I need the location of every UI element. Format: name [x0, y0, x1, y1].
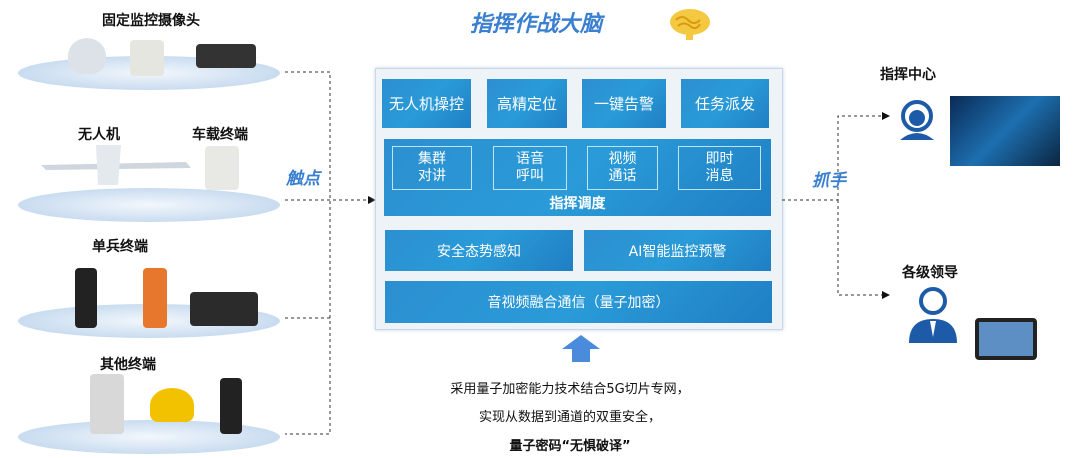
tablet-icon — [975, 318, 1037, 360]
dispatch-item-line: 消息 — [705, 168, 734, 184]
dispatch-module: 指挥调度 — [384, 139, 771, 216]
rugged-handset-icon — [220, 378, 242, 434]
dome-camera-icon — [68, 38, 106, 74]
drone-icon — [41, 145, 191, 185]
alarm-module: 一键告警 — [582, 79, 666, 128]
leaders-label: 各级领导 — [902, 265, 958, 281]
rugged-phone-icon — [143, 268, 167, 328]
command-brain-panel: 无人机操控 高精定位 一键告警 任务派发 指挥调度 集群对讲 语音呼叫 视频通话… — [375, 68, 783, 330]
dispatch-item-line: 呼叫 — [516, 168, 544, 184]
right-connector-lines — [782, 112, 890, 299]
group-label-drone: 无人机 — [78, 127, 120, 143]
av-communication-module: 音视频融合通信（量子加密） — [385, 281, 772, 323]
dispatch-item-line: 通话 — [608, 168, 637, 184]
dispatch-item-line: 语音 — [516, 151, 544, 167]
body-terminal-icon — [190, 292, 258, 326]
page-title: 指挥作战大脑 — [470, 12, 603, 37]
dispatch-item: 视频通话 — [587, 146, 658, 190]
group-label-other: 其他终端 — [100, 357, 156, 373]
command-center-screen — [950, 96, 1060, 166]
drone-control-module: 无人机操控 — [382, 79, 471, 128]
leader-person-icon — [909, 287, 957, 343]
handheld-terminal-icon — [75, 268, 97, 328]
vehicle-terminal-icon — [205, 146, 239, 190]
dispatch-item: 集群对讲 — [392, 146, 472, 190]
command-center-label: 指挥中心 — [880, 67, 936, 83]
dispatch-item-line: 集群 — [418, 151, 446, 167]
dispatch-item-line: 视频 — [608, 151, 637, 167]
description-line: 采用量子加密能力技术结合5G切片专网， — [450, 382, 690, 397]
task-dispatch-module: 任务派发 — [681, 79, 769, 128]
bullet-camera-icon — [196, 44, 256, 68]
group-label-individual: 单兵终端 — [92, 239, 148, 255]
group-label-fixed-camera: 固定监控摄像头 — [102, 13, 200, 29]
grip-label: 抓手 — [812, 171, 846, 191]
description-highlight: 量子密码“无惧破译” — [509, 439, 631, 454]
up-arrow-icon — [562, 335, 600, 362]
situation-awareness-module: 安全态势感知 — [385, 230, 573, 271]
positioning-module: 高精定位 — [487, 79, 567, 128]
group-label-vehicle: 车载终端 — [192, 127, 248, 143]
description-line: 实现从数据到通道的双重安全， — [478, 410, 661, 425]
ptz-camera-icon — [130, 40, 164, 76]
smart-helmet-icon — [150, 388, 194, 422]
body-camera-icon — [90, 374, 124, 434]
ai-monitoring-module: AI智能监控预警 — [584, 230, 771, 271]
left-connector-lines — [285, 71, 376, 435]
touchpoint-label: 触点 — [286, 169, 320, 189]
platform-ellipse — [18, 188, 280, 222]
dispatch-item: 语音呼叫 — [493, 146, 567, 190]
headset-operator-icon — [900, 100, 934, 140]
brain-icon — [670, 9, 710, 40]
dispatch-item-line: 即时 — [705, 151, 734, 167]
dispatch-item-line: 对讲 — [418, 168, 446, 184]
dispatch-item: 即时消息 — [678, 146, 761, 190]
dispatch-label: 指挥调度 — [549, 196, 606, 212]
